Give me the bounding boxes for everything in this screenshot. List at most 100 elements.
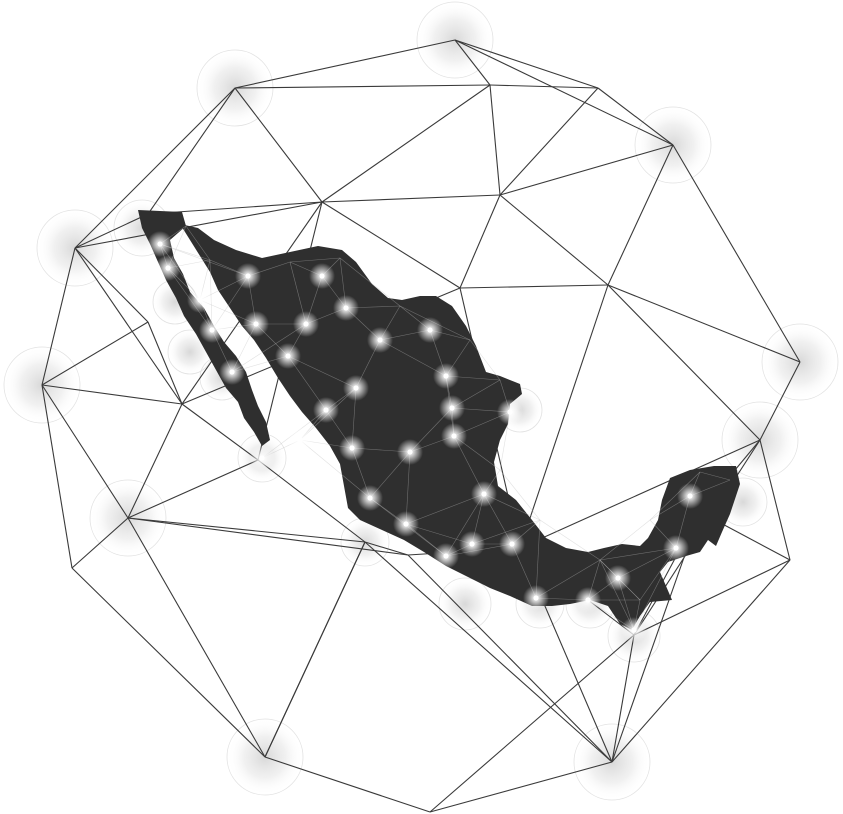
glow-point-core xyxy=(509,541,515,547)
network-edge xyxy=(429,761,613,813)
glow-point-core xyxy=(349,445,355,451)
network-edge xyxy=(607,284,761,441)
network-edge xyxy=(234,87,323,203)
network-edge xyxy=(519,439,761,549)
network-edge xyxy=(41,247,76,386)
network-edge xyxy=(74,213,149,249)
network-edge xyxy=(127,403,183,519)
glow-point-core xyxy=(229,369,235,375)
network-edge xyxy=(489,84,599,89)
network-edge xyxy=(607,284,801,363)
network-edge xyxy=(41,321,149,386)
network-edge xyxy=(41,384,73,569)
network-edge xyxy=(147,87,236,215)
glow-point-core xyxy=(245,273,251,279)
network-edge xyxy=(321,201,461,289)
network-edge xyxy=(74,201,323,249)
glow-point-core xyxy=(259,455,265,461)
network-edge xyxy=(264,756,431,813)
glow-point-core xyxy=(427,327,433,333)
network-edge xyxy=(429,634,635,813)
glow-point-core xyxy=(319,273,325,279)
network-edge xyxy=(459,194,501,289)
network-edge xyxy=(234,39,456,89)
network-edge xyxy=(321,194,501,203)
inner-edge xyxy=(649,471,701,521)
network-edge xyxy=(759,439,791,561)
glow-point-core xyxy=(377,337,383,343)
inner-edge xyxy=(299,439,371,499)
glow-point-core xyxy=(343,305,349,311)
glow-points xyxy=(147,231,703,643)
network-edge xyxy=(519,284,609,549)
glow-point-core xyxy=(585,597,591,603)
inner-edge xyxy=(469,339,501,381)
glow-point-core xyxy=(449,405,455,411)
network-edge xyxy=(127,459,259,519)
inner-edge xyxy=(339,257,401,307)
glow-point-core xyxy=(687,493,693,499)
glow-point-core xyxy=(303,321,309,327)
network-edge xyxy=(672,144,801,363)
network-edge xyxy=(633,559,791,636)
inner-edge xyxy=(699,471,731,481)
glow-point-core xyxy=(297,437,303,443)
glow-point-core xyxy=(673,545,679,551)
glow-point-core xyxy=(451,433,457,439)
inner-edge xyxy=(405,493,485,525)
glow-point-core xyxy=(615,575,621,581)
inner-edge xyxy=(231,323,307,373)
glow-point-core xyxy=(353,385,359,391)
network-edge xyxy=(234,84,491,89)
network-edge xyxy=(181,403,259,461)
network-edge xyxy=(264,541,366,758)
network-edge xyxy=(499,194,609,286)
glow-point-core xyxy=(285,353,291,359)
network-edge xyxy=(499,87,599,196)
network-edge xyxy=(454,39,491,86)
vertex-halo xyxy=(438,577,492,631)
glow-point-core xyxy=(367,495,373,501)
network-edge xyxy=(74,247,149,323)
glow-point-core xyxy=(443,373,449,379)
glow-point-core xyxy=(469,541,475,547)
network-edge xyxy=(41,384,183,405)
network-edge xyxy=(489,84,501,196)
glow-point-core xyxy=(481,491,487,497)
network-edge xyxy=(607,144,674,286)
glow-point-core xyxy=(209,327,215,333)
network-edge xyxy=(74,87,236,249)
network-edge xyxy=(611,559,791,763)
glow-point-core xyxy=(507,409,513,415)
network-edge xyxy=(127,517,409,556)
network-edge xyxy=(257,459,366,543)
network-edge xyxy=(759,361,801,441)
inner-edge xyxy=(185,225,211,261)
glow-point-core xyxy=(323,407,329,413)
glow-point-core xyxy=(443,553,449,559)
inner-edge xyxy=(289,257,341,263)
network-edge xyxy=(597,87,674,146)
glow-point-core xyxy=(197,297,203,303)
network-edge xyxy=(71,517,129,569)
inner-edge xyxy=(499,469,541,521)
network-edge xyxy=(71,567,266,758)
inner-edge xyxy=(535,519,541,599)
glow-point-core xyxy=(403,521,409,527)
network-edge xyxy=(74,247,183,405)
network-edge xyxy=(127,517,266,758)
network-edge xyxy=(454,39,599,89)
inner-edge xyxy=(539,519,601,561)
network-edge xyxy=(147,321,183,405)
glow-point-core xyxy=(253,321,259,327)
mexico-map xyxy=(138,210,740,630)
inner-edge xyxy=(159,243,249,277)
network-edge xyxy=(321,84,491,203)
network-edge xyxy=(364,541,613,763)
network-edge xyxy=(364,541,409,556)
glow-point-core xyxy=(533,595,539,601)
glow-point-core xyxy=(407,449,413,455)
inner-edge xyxy=(633,547,677,631)
inner-edge xyxy=(599,519,651,561)
network-edge xyxy=(611,634,635,763)
